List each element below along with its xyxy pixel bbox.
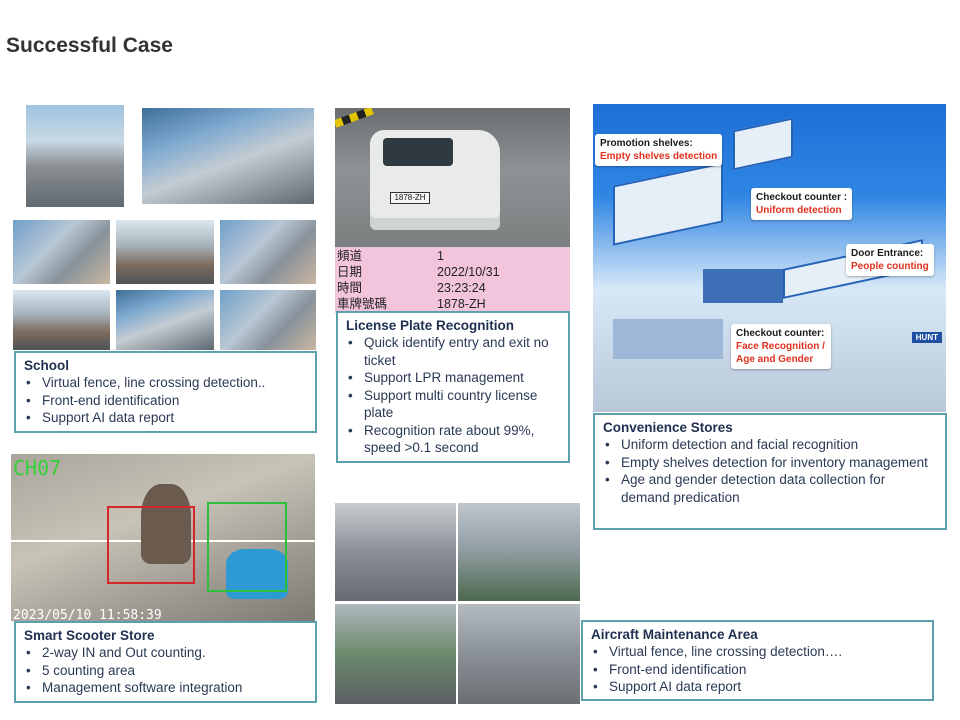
school-item: Virtual fence, line crossing detection.. bbox=[24, 374, 307, 392]
store-title: Convenience Stores bbox=[603, 420, 733, 435]
callout-door-entrance-value: People counting bbox=[851, 261, 929, 272]
store-item: Age and gender detection data collection… bbox=[603, 471, 937, 506]
aircraft-camera-view-2 bbox=[458, 503, 580, 601]
school-list: Virtual fence, line crossing detection..… bbox=[24, 374, 307, 427]
store-caption: Convenience Stores Uniform detection and… bbox=[593, 413, 947, 530]
store-item: Uniform detection and facial recognition bbox=[603, 436, 937, 454]
lpr-value: 23:23:24 bbox=[437, 281, 486, 295]
scooter-title: Smart Scooter Store bbox=[24, 628, 155, 643]
store-floor-shelf bbox=[613, 319, 723, 359]
store-item: Empty shelves detection for inventory ma… bbox=[603, 454, 937, 472]
callout-checkout-face-label: Checkout counter: bbox=[736, 328, 825, 339]
aircraft-item: Virtual fence, line crossing detection…. bbox=[591, 643, 924, 661]
aircraft-item: Front-end identification bbox=[591, 661, 924, 679]
scooter-camera-photo: CH07 2023/05/10 11:58:39 bbox=[11, 454, 315, 621]
lpr-item: Quick identify entry and exit no ticket bbox=[346, 334, 560, 369]
school-photo-5 bbox=[116, 290, 214, 350]
camera-timestamp: 2023/05/10 11:58:39 bbox=[13, 608, 162, 621]
camera-channel-label: CH07 bbox=[13, 456, 62, 480]
school-photo-6 bbox=[220, 290, 316, 350]
school-photo-1 bbox=[13, 220, 110, 284]
callout-checkout-uniform: Checkout counter : Uniform detection bbox=[751, 188, 853, 220]
scooter-item: 5 counting area bbox=[24, 662, 307, 680]
car-windshield bbox=[383, 138, 453, 166]
lpr-value: 1878-ZH bbox=[437, 297, 486, 311]
store-shelf bbox=[613, 162, 723, 246]
school-item: Support AI data report bbox=[24, 409, 307, 427]
lpr-item: Support LPR management bbox=[346, 369, 560, 387]
store-list: Uniform detection and facial recognition… bbox=[603, 436, 937, 506]
lpr-title: License Plate Recognition bbox=[346, 318, 515, 333]
scooter-list: 2-way IN and Out counting. 5 counting ar… bbox=[24, 644, 307, 697]
school-photo-4 bbox=[13, 290, 110, 350]
aircraft-camera-view-1 bbox=[335, 503, 456, 601]
callout-door-entrance-label: Door Entrance: bbox=[851, 248, 924, 259]
detection-box-green bbox=[207, 502, 287, 592]
aircraft-camera-view-4 bbox=[458, 604, 580, 704]
person-figure bbox=[141, 484, 191, 564]
callout-door-entrance: Door Entrance: People counting bbox=[846, 244, 934, 276]
lpr-value: 1 bbox=[437, 249, 444, 263]
detection-box-red bbox=[107, 506, 195, 584]
aircraft-camera-view-3 bbox=[335, 604, 456, 704]
license-plate: 1878-ZH bbox=[390, 192, 430, 204]
school-title: School bbox=[24, 358, 70, 373]
scooter-caption: Smart Scooter Store 2-way IN and Out cou… bbox=[14, 621, 317, 703]
callout-checkout-uniform-value: Uniform detection bbox=[756, 205, 842, 216]
school-photo-entrance bbox=[26, 105, 124, 207]
lpr-caption: License Plate Recognition Quick identify… bbox=[336, 311, 570, 463]
store-illustration: Promotion shelves: Empty shelves detecti… bbox=[593, 104, 946, 412]
aircraft-list: Virtual fence, line crossing detection….… bbox=[591, 643, 924, 696]
lpr-key: 頻道 bbox=[337, 249, 363, 263]
lpr-key: 日期 bbox=[337, 265, 363, 279]
checkout-counter bbox=[703, 269, 783, 303]
callout-promotion-label: Promotion shelves: bbox=[600, 138, 693, 149]
aircraft-item: Support AI data report bbox=[591, 678, 924, 696]
lpr-item: Support multi country license plate bbox=[346, 387, 560, 422]
scooter-item: 2-way IN and Out counting. bbox=[24, 644, 307, 662]
store-sign: HUNT bbox=[911, 332, 942, 343]
callout-checkout-face-value: Face Recognition / Age and Gender bbox=[736, 341, 825, 365]
callout-promotion: Promotion shelves: Empty shelves detecti… bbox=[595, 134, 723, 166]
lpr-list: Quick identify entry and exit no ticket … bbox=[346, 334, 560, 457]
aircraft-caption: Aircraft Maintenance Area Virtual fence,… bbox=[581, 620, 934, 701]
lpr-key: 車牌號碼 bbox=[337, 297, 388, 311]
school-photo-2 bbox=[116, 220, 214, 284]
school-item: Front-end identification bbox=[24, 392, 307, 410]
lpr-key: 時間 bbox=[337, 281, 363, 295]
scooter-item: Management software integration bbox=[24, 679, 307, 697]
school-photo-camera-view bbox=[142, 108, 314, 204]
lpr-value: 2022/10/31 bbox=[437, 265, 500, 279]
callout-promotion-value: Empty shelves detection bbox=[600, 151, 718, 162]
lpr-result-table: 頻道 1 日期 2022/10/31 時間 23:23:24 車牌號碼 1878… bbox=[335, 247, 570, 313]
callout-checkout-uniform-label: Checkout counter : bbox=[756, 192, 848, 203]
callout-checkout-face: Checkout counter: Face Recognition / Age… bbox=[731, 324, 831, 369]
lpr-item: Recognition rate about 99%, speed >0.1 s… bbox=[346, 422, 560, 457]
page-title: Successful Case bbox=[6, 34, 173, 57]
school-caption: School Virtual fence, line crossing dete… bbox=[14, 351, 317, 433]
parking-barrier bbox=[335, 108, 374, 128]
school-photo-3 bbox=[220, 220, 316, 284]
store-shelf bbox=[733, 117, 793, 171]
aircraft-title: Aircraft Maintenance Area bbox=[591, 627, 758, 642]
lpr-camera-photo: 1878-ZH bbox=[335, 108, 570, 248]
